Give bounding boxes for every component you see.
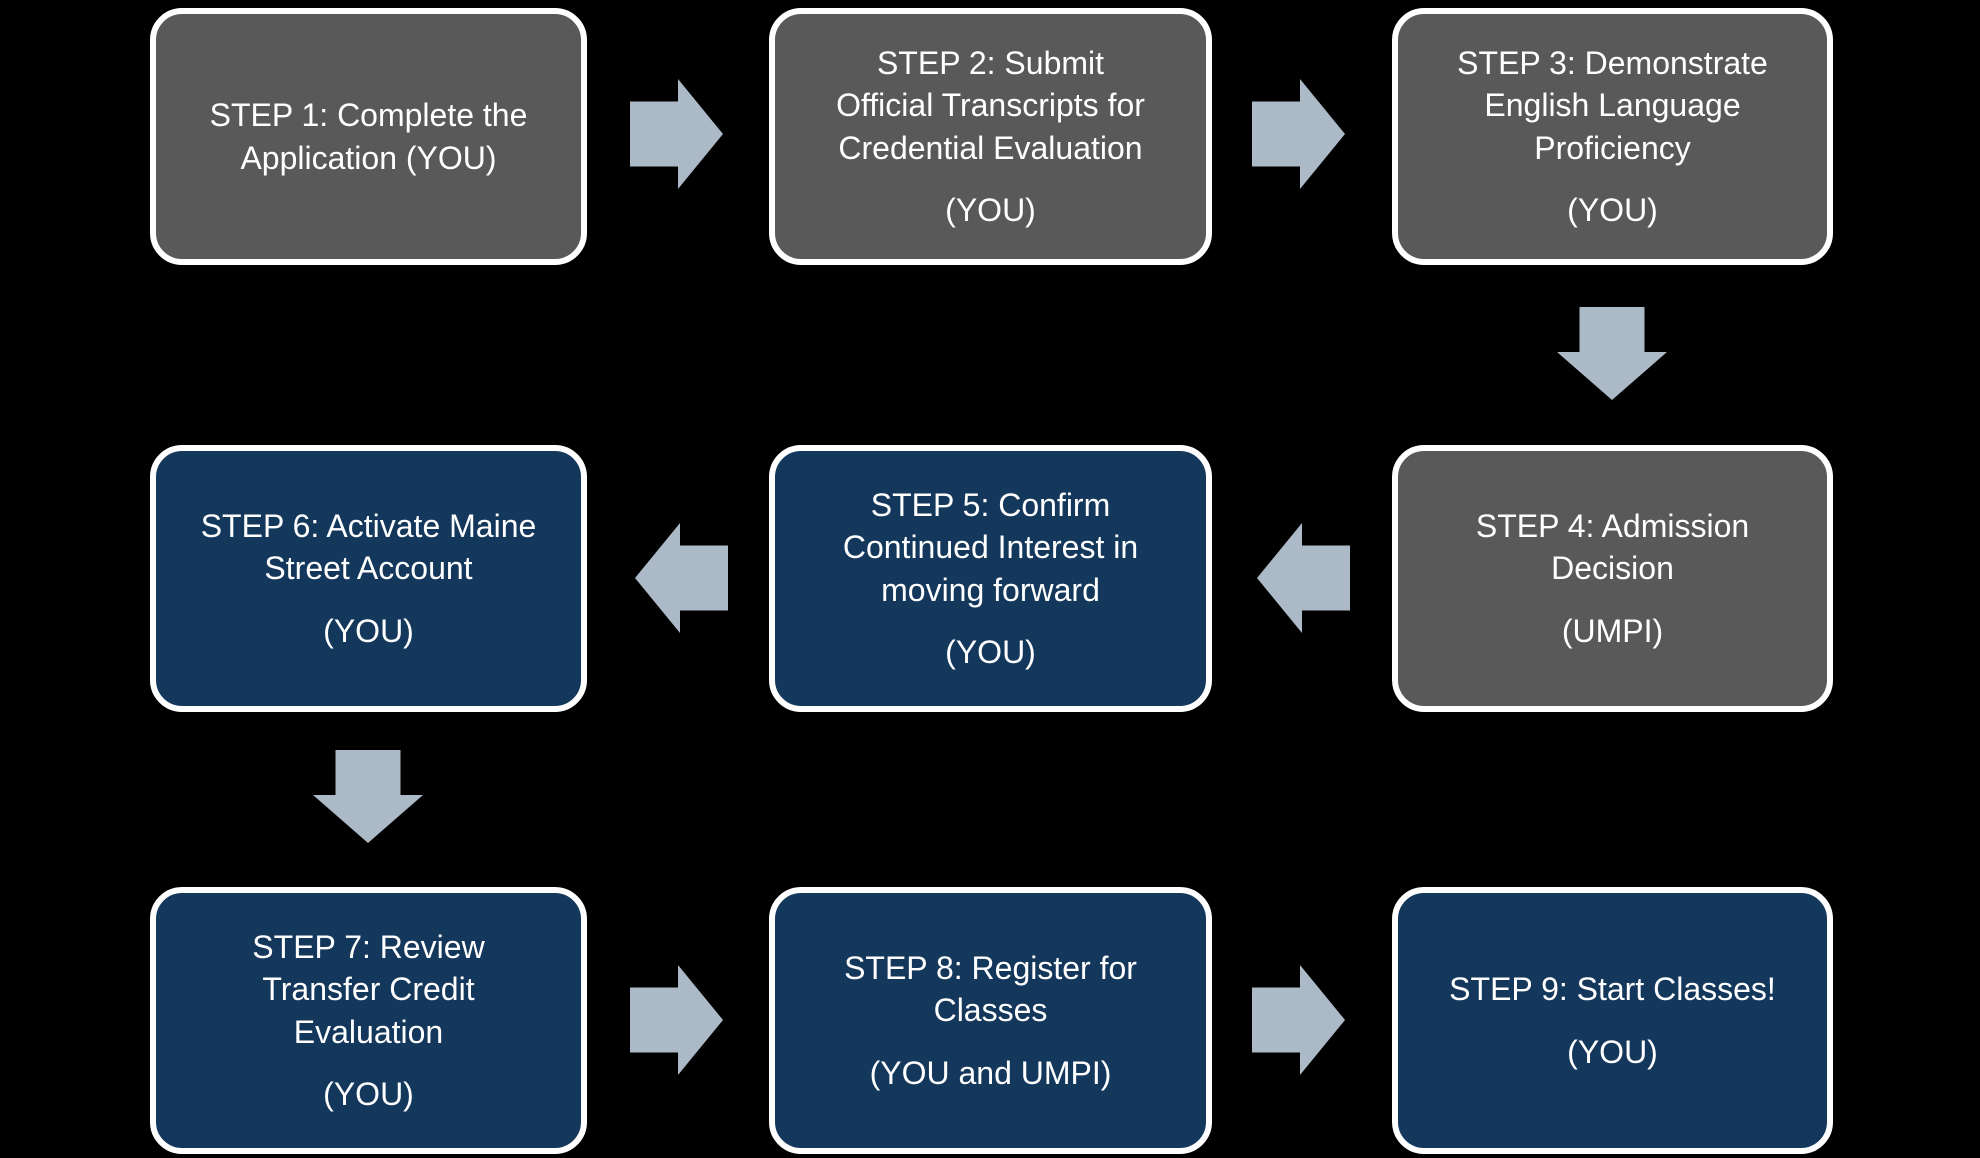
step-5-sublabel: (YOU) [945,633,1036,670]
step-2-label: STEP 2: Submit Official Transcripts for … [836,45,1145,166]
step-3-label: STEP 3: Demonstrate English Language Pro… [1457,45,1768,166]
step-7-box: STEP 7: Review Transfer Credit Evaluatio… [150,887,587,1154]
step-2-box: STEP 2: Submit Official Transcripts for … [769,8,1212,265]
step-4-sublabel: (UMPI) [1561,612,1664,649]
arrow-left-icon-step4-to-step5 [1257,523,1350,633]
step-4-box: STEP 4: Admission Decision (UMPI) [1392,445,1833,712]
arrow-right-icon-step1-to-step2 [630,79,723,189]
arrow-right-icon-step7-to-step8 [630,965,723,1075]
step-5-label: STEP 5: Confirm Continued Interest in mo… [842,487,1139,608]
step-8-box: STEP 8: Register for Classes (YOU and UM… [769,887,1212,1154]
step-9-box: STEP 9: Start Classes! (YOU) [1392,887,1833,1154]
step-3-box: STEP 3: Demonstrate English Language Pro… [1392,8,1833,265]
arrow-right-icon-step8-to-step9 [1252,965,1345,1075]
arrow-right-icon-step2-to-step3 [1252,79,1345,189]
step-8-sublabel: (YOU and UMPI) [869,1054,1112,1091]
step-2-sublabel: (YOU) [945,191,1036,228]
step-9-sublabel: (YOU) [1567,1033,1658,1070]
step-1-label: STEP 1: Complete the Application (YOU) [209,97,528,176]
step-3-sublabel: (YOU) [1567,191,1658,228]
step-8-label: STEP 8: Register for Classes [844,950,1137,1029]
step-7-sublabel: (YOU) [323,1075,414,1112]
step-6-sublabel: (YOU) [323,612,414,649]
arrow-left-icon-step5-to-step6 [635,523,728,633]
step-6-label: STEP 6: Activate Maine Street Account [200,508,537,587]
arrow-down-icon-step3-to-step4 [1557,307,1667,400]
step-5-box: STEP 5: Confirm Continued Interest in mo… [769,445,1212,712]
step-6-box: STEP 6: Activate Maine Street Account (Y… [150,445,587,712]
step-9-label: STEP 9: Start Classes! [1449,971,1776,1008]
step-1-box: STEP 1: Complete the Application (YOU) [150,8,587,265]
step-7-label: STEP 7: Review Transfer Credit Evaluatio… [252,929,485,1050]
arrow-down-icon-step6-to-step7 [313,750,423,843]
step-4-label: STEP 4: Admission Decision [1475,508,1750,587]
